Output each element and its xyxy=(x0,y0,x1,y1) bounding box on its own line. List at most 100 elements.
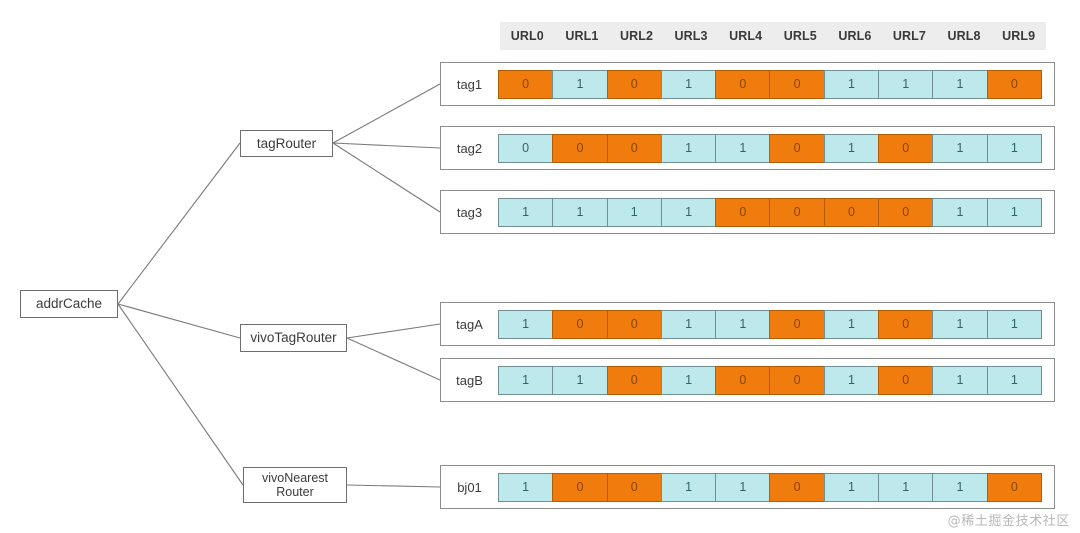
watermark: @稀土掘金技术社区 xyxy=(947,514,1070,529)
bit-cell: 0 xyxy=(606,365,662,395)
bit-cell: 1 xyxy=(932,365,988,395)
bit-cell: 0 xyxy=(606,309,662,339)
bit-cell: 1 xyxy=(606,197,662,227)
bit-cell: 1 xyxy=(932,472,988,502)
bit-cell: 0 xyxy=(986,69,1042,99)
bit-cell: 1 xyxy=(552,69,608,99)
bit-cell: 1 xyxy=(878,69,934,99)
bit-cell: 1 xyxy=(823,365,880,395)
bit-cell: 1 xyxy=(660,472,717,502)
node-tagrouter[interactable]: tagRouter xyxy=(240,130,333,157)
node-vivotagrouter[interactable]: vivoTagRouter xyxy=(240,324,347,352)
bit-cell: 0 xyxy=(498,133,554,163)
bit-cell: 1 xyxy=(498,472,554,502)
bit-cell: 1 xyxy=(660,69,717,99)
bit-cell: 1 xyxy=(498,309,554,339)
url-header-cell: URL5 xyxy=(783,29,817,43)
row-label: tag3 xyxy=(456,204,483,220)
link-vivonearestrouter-bj01 xyxy=(346,484,441,488)
url-header-cell: URL2 xyxy=(619,29,653,43)
bit-cell: 0 xyxy=(823,197,880,227)
bit-cell: 1 xyxy=(715,472,771,502)
bit-cell: 1 xyxy=(660,197,717,227)
bit-cell: 0 xyxy=(606,472,662,502)
link-tagrouter-tag3 xyxy=(332,142,441,213)
bit-cell: 0 xyxy=(606,69,662,99)
url-header-cell: URL9 xyxy=(1002,29,1036,43)
bit-cell: 0 xyxy=(878,133,934,163)
bit-cell: 1 xyxy=(878,472,934,502)
bit-cell: 0 xyxy=(769,69,825,99)
url-header-cell: URL7 xyxy=(892,29,926,43)
link-addrcache-tagrouter xyxy=(117,142,241,305)
bit-cell: 1 xyxy=(823,69,880,99)
bit-cell: 0 xyxy=(769,365,825,395)
bit-cell: 1 xyxy=(932,309,988,339)
node-vivonearestrouter[interactable]: vivoNearest Router xyxy=(243,467,347,503)
url-header-cell: URL3 xyxy=(674,29,708,43)
bit-cell: 1 xyxy=(660,133,717,163)
bit-cell: 0 xyxy=(878,197,934,227)
url-header-cell: URL1 xyxy=(565,29,599,43)
bit-cell: 1 xyxy=(552,197,608,227)
bit-cell: 0 xyxy=(769,309,825,339)
node-addrcache[interactable]: addrCache xyxy=(20,290,118,318)
link-vivotagrouter-tagA xyxy=(346,323,441,339)
bit-cell: 1 xyxy=(498,365,554,395)
bit-cell: 1 xyxy=(932,197,988,227)
bit-cell: 0 xyxy=(552,472,608,502)
link-addrcache-vivotagrouter xyxy=(117,303,241,339)
link-tagrouter-tag1 xyxy=(332,83,441,144)
row-label: tagB xyxy=(456,372,483,388)
bit-cell: 0 xyxy=(769,472,825,502)
row-label: tag1 xyxy=(456,76,483,92)
row-label: tagA xyxy=(456,316,483,332)
bit-cell: 1 xyxy=(986,309,1042,339)
bit-cell: 1 xyxy=(932,69,988,99)
bit-cell: 0 xyxy=(715,197,771,227)
bit-cell: 0 xyxy=(878,309,934,339)
bit-cell: 1 xyxy=(986,197,1042,227)
link-tagrouter-tag2 xyxy=(332,142,441,149)
url-header-cell: URL8 xyxy=(947,29,981,43)
bit-cell: 0 xyxy=(986,472,1042,502)
bit-cell: 0 xyxy=(552,133,608,163)
url-column-header: URL0 URL1 URL2 URL3 URL4 URL5 URL6 URL7 … xyxy=(500,22,1046,50)
bit-cell: 0 xyxy=(878,365,934,395)
bit-cell: 1 xyxy=(552,365,608,395)
bit-cell: 1 xyxy=(823,133,880,163)
bit-cell: 1 xyxy=(715,133,771,163)
link-addrcache-vivonearestrouter xyxy=(117,303,244,486)
link-vivotagrouter-tagB xyxy=(346,337,441,381)
bit-cell: 0 xyxy=(769,133,825,163)
bit-cell: 1 xyxy=(932,133,988,163)
bit-cell: 0 xyxy=(606,133,662,163)
url-header-cell: URL6 xyxy=(838,29,872,43)
bit-cell: 0 xyxy=(769,197,825,227)
bit-cell: 1 xyxy=(823,472,880,502)
bit-cell: 1 xyxy=(986,133,1042,163)
bit-cell: 1 xyxy=(660,365,717,395)
bit-cell: 0 xyxy=(498,69,554,99)
bit-cell: 1 xyxy=(986,365,1042,395)
bit-cell: 1 xyxy=(715,309,771,339)
bit-cell: 1 xyxy=(498,197,554,227)
bit-cell: 0 xyxy=(715,69,771,99)
bit-cell: 1 xyxy=(660,309,717,339)
url-header-cell: URL4 xyxy=(729,29,763,43)
bit-cell: 0 xyxy=(552,309,608,339)
url-header-cell: URL0 xyxy=(510,29,544,43)
